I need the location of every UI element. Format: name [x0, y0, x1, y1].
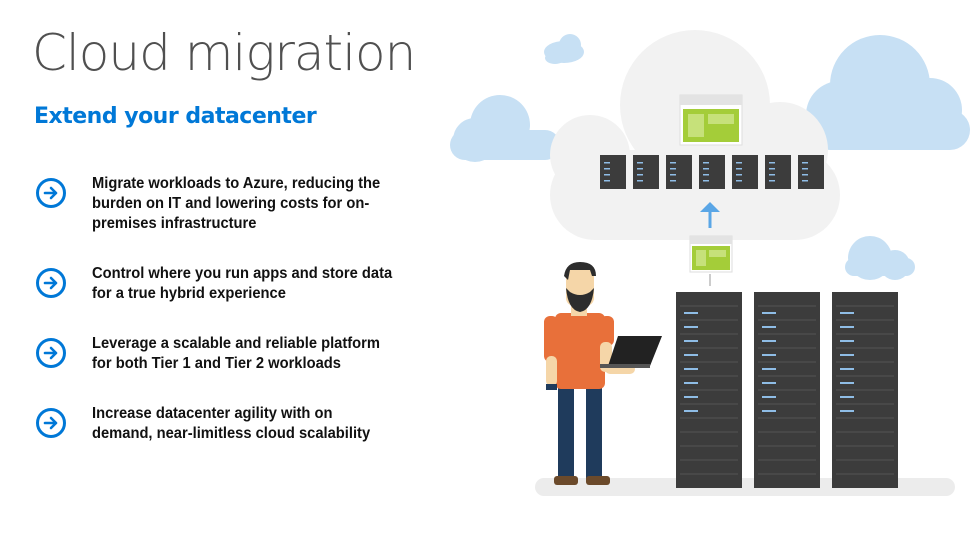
- cloud-servers-icon: [600, 155, 824, 189]
- arrow-right-circle-icon: [36, 338, 66, 368]
- small-cloud-icon: [544, 34, 584, 64]
- bullet-text: Migrate workloads to Azure, reducing the…: [92, 175, 381, 232]
- large-cloud-icon: [806, 35, 970, 150]
- upload-arrow-icon: [700, 202, 720, 228]
- right-small-cloud-icon: [845, 236, 915, 280]
- arrow-right-circle-icon: [36, 178, 66, 208]
- arrow-right-circle-icon: [36, 268, 66, 298]
- cloud-app-window-icon: [679, 94, 743, 146]
- bullet-text: Control where you run apps and store dat…: [92, 265, 393, 302]
- slide-title: Cloud migration: [32, 24, 416, 82]
- bullet-text: Leverage a scalable and reliable platfor…: [92, 335, 380, 372]
- on-premises-server-racks-icon: [676, 292, 898, 488]
- bullet-text: Increase datacenter agility with on dema…: [92, 405, 371, 442]
- left-cloud-icon: [450, 95, 560, 162]
- arrow-right-circle-icon: [36, 408, 66, 438]
- person-with-laptop-icon: [544, 262, 662, 485]
- cloud-migration-illustration: [450, 30, 970, 496]
- migrating-app-window-icon: [689, 235, 733, 273]
- slide-subtitle: Extend your datacenter: [34, 104, 317, 129]
